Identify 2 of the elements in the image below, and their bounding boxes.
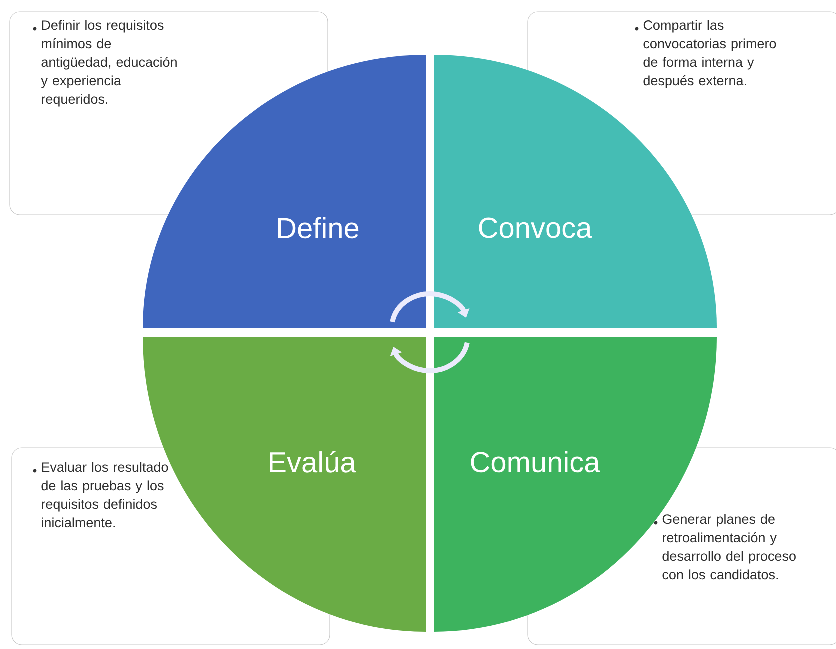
cycle-arrow <box>390 292 470 323</box>
cycle-arrow <box>390 342 470 374</box>
